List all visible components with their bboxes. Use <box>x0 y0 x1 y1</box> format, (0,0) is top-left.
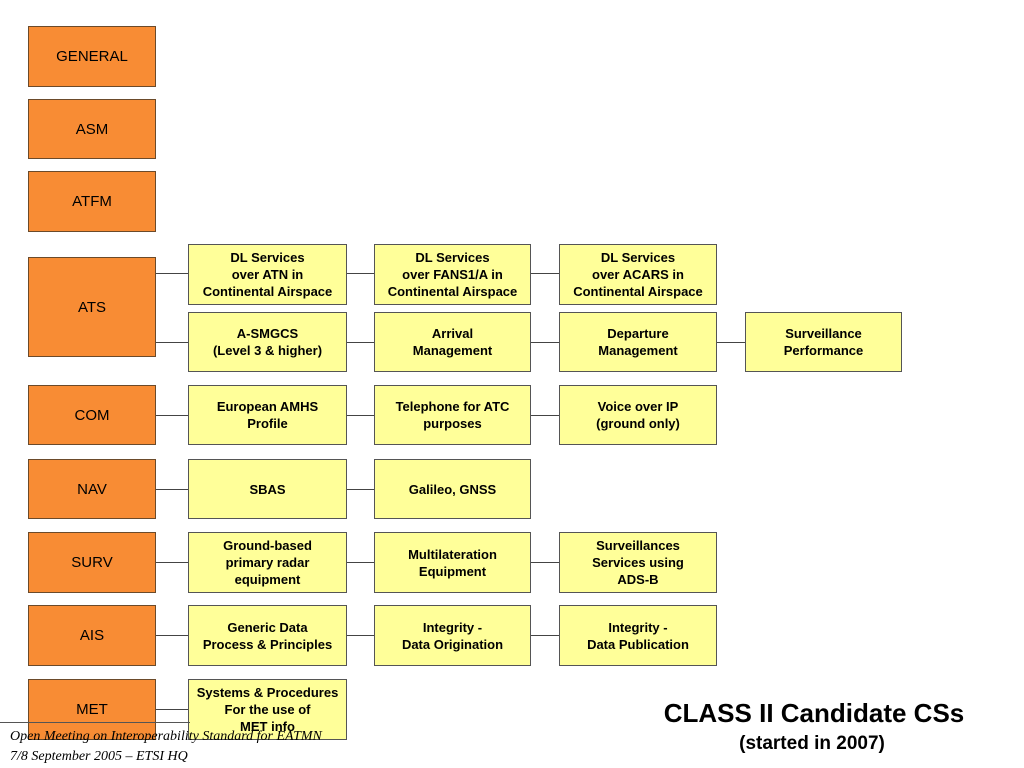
connector-line <box>531 415 559 416</box>
category-nav: NAV <box>28 459 156 519</box>
connector-line <box>347 562 374 563</box>
cs-telephone-atc: Telephone for ATC purposes <box>374 385 531 445</box>
connector-line <box>717 342 745 343</box>
footer-divider <box>0 722 190 723</box>
connector-line <box>347 342 374 343</box>
connector-line <box>347 489 374 490</box>
slide-title: CLASS II Candidate CSs <box>663 698 965 728</box>
connector-line <box>156 342 188 343</box>
category-com: COM <box>28 385 156 445</box>
cs-ground-based-radar: Ground-based primary radar equipment <box>188 532 347 593</box>
category-ais: AIS <box>28 605 156 666</box>
cs-met-systems: Systems & Procedures For the use of MET … <box>188 679 347 740</box>
connector-line <box>531 562 559 563</box>
connector-line <box>156 489 188 490</box>
cs-ads-b: Surveillances Services using ADS-B <box>559 532 717 593</box>
connector-line <box>156 635 188 636</box>
footer-line-2: 7/8 September 2005 – ETSI HQ <box>10 749 188 764</box>
cs-dl-services-acars: DL Services over ACARS in Continental Ai… <box>559 244 717 305</box>
connector-line <box>531 342 559 343</box>
cs-dl-services-atn: DL Services over ATN in Continental Airs… <box>188 244 347 305</box>
cs-generic-data: Generic Data Process & Principles <box>188 605 347 666</box>
connector-line <box>156 562 188 563</box>
cs-multilateration: Multilateration Equipment <box>374 532 531 593</box>
cs-arrival-management: Arrival Management <box>374 312 531 372</box>
slide-subtitle: (started in 2007) <box>739 733 885 754</box>
category-atfm: ATFM <box>28 171 156 232</box>
cs-galileo-gnss: Galileo, GNSS <box>374 459 531 519</box>
connector-line <box>347 415 374 416</box>
connector-line <box>156 273 188 274</box>
connector-line <box>531 635 559 636</box>
cs-surveillance-performance: Surveillance Performance <box>745 312 902 372</box>
cs-dl-services-fans: DL Services over FANS1/A in Continental … <box>374 244 531 305</box>
footer-line-1: Open Meeting on Interoperability Standar… <box>10 729 322 744</box>
connector-line <box>347 273 374 274</box>
connector-line <box>347 635 374 636</box>
cs-integrity-origination: Integrity - Data Origination <box>374 605 531 666</box>
connector-line <box>531 273 559 274</box>
cs-voice-over-ip: Voice over IP (ground only) <box>559 385 717 445</box>
category-general: GENERAL <box>28 26 156 87</box>
cs-integrity-publication: Integrity - Data Publication <box>559 605 717 666</box>
category-surv: SURV <box>28 532 156 593</box>
category-asm: ASM <box>28 99 156 159</box>
connector-line <box>156 709 188 710</box>
cs-a-smgcs: A-SMGCS (Level 3 & higher) <box>188 312 347 372</box>
connector-line <box>156 415 188 416</box>
cs-european-amhs: European AMHS Profile <box>188 385 347 445</box>
cs-departure-management: Departure Management <box>559 312 717 372</box>
category-met: MET <box>28 679 156 740</box>
category-ats: ATS <box>28 257 156 357</box>
cs-sbas: SBAS <box>188 459 347 519</box>
